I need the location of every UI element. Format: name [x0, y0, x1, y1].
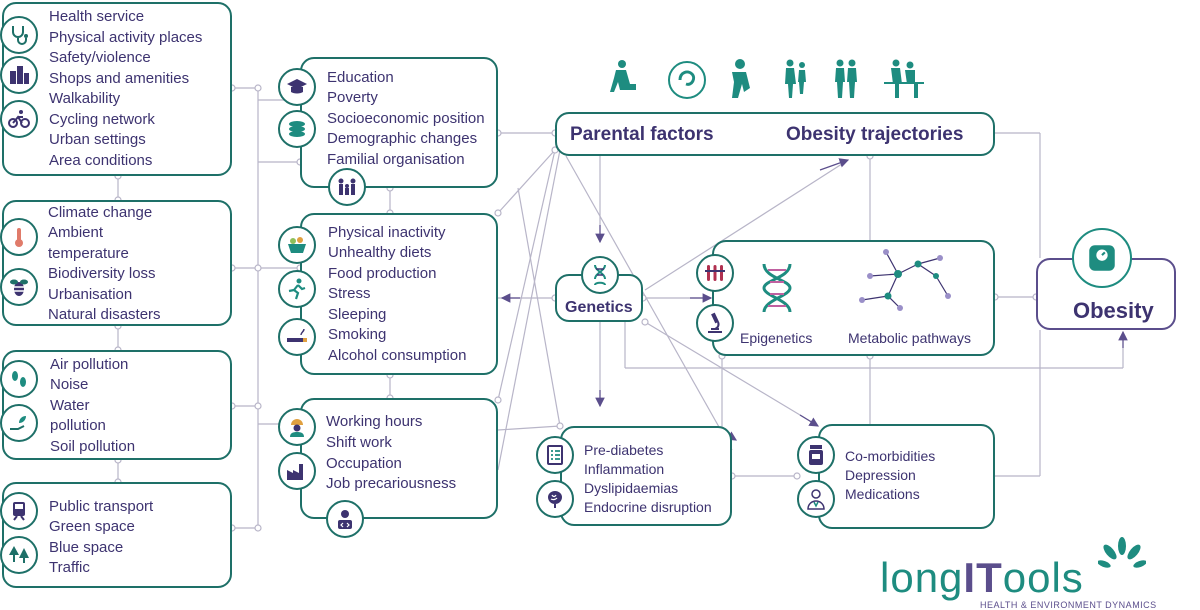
genetics-label: Genetics [565, 299, 633, 316]
parental-factors-label: Parental factors [570, 124, 714, 145]
comorbid-item: Depression [845, 467, 916, 483]
climate-item: Urbanisation [48, 286, 133, 303]
lifestyle-item: Smoking [328, 326, 387, 343]
metabolic-pathways-label: Metabolic pathways [848, 330, 971, 346]
lifestyle-item: Food production [328, 265, 437, 282]
pill-bottle-icon [797, 436, 835, 474]
work-item: Shift work [326, 434, 392, 451]
climate-item: temperature [48, 245, 129, 262]
checklist-icon [536, 436, 574, 474]
test-tubes-icon [696, 254, 734, 292]
urban-environment-box [2, 2, 232, 176]
work-box [300, 398, 498, 519]
pollution-item: Water [50, 397, 90, 414]
urban-item: Area conditions [49, 152, 153, 169]
doctor-icon [797, 480, 835, 518]
pollution-item: pollution [50, 417, 106, 434]
urban-item: Safety/violence [49, 49, 151, 66]
urban-item: Health service [49, 8, 145, 25]
climate-box [2, 200, 232, 326]
transport-item: Green space [49, 518, 135, 535]
buildings-icon [0, 56, 38, 94]
dna-icon [581, 256, 619, 294]
pollution-item: Soil pollution [50, 438, 136, 455]
climate-item: Natural disasters [48, 306, 161, 323]
lifestyle-item: Sleeping [328, 306, 387, 323]
logo-tagline: HEALTH & ENVIRONMENT DYNAMICS [980, 600, 1157, 610]
obesity-label: Obesity [1073, 298, 1154, 323]
pollution-box [2, 350, 232, 460]
social-item: Familial organisation [327, 151, 465, 168]
lifestyle-item: Physical inactivity [328, 224, 446, 241]
leaf-logo-icon [1098, 537, 1146, 568]
longitools-logo: longITools [880, 554, 1084, 601]
socioeconomic-box [300, 57, 498, 188]
lifestyle-item: Unhealthy diets [328, 244, 432, 261]
family-icon [328, 168, 366, 206]
obesity-trajectories-label: Obesity trajectories [786, 124, 964, 145]
running-person-icon [278, 270, 316, 308]
urban-item: Walkability [49, 90, 121, 107]
climate-item: Biodiversity loss [48, 265, 156, 282]
bee-icon [0, 268, 38, 306]
work-item: Occupation [326, 455, 402, 472]
thermometer-icon [0, 218, 38, 256]
pollution-item: Noise [50, 376, 89, 393]
climate-item: Climate change [48, 204, 153, 221]
hand-plant-icon [0, 404, 38, 442]
trees-icon [0, 536, 38, 574]
urban-item: Cycling network [49, 111, 155, 128]
comorbid-item: Co-morbidities [845, 448, 936, 464]
work-item: Job precariousness [326, 475, 457, 492]
brain-icon [536, 480, 574, 518]
train-icon [0, 492, 38, 530]
cyclist-icon [0, 100, 38, 138]
programmer-icon [326, 500, 364, 538]
coins-icon [278, 110, 316, 148]
transport-item: Blue space [49, 539, 124, 556]
social-item: Education [327, 69, 394, 86]
work-item: Working hours [326, 413, 423, 430]
social-item: Demographic changes [327, 130, 478, 147]
climate-item: Ambient [48, 224, 104, 241]
social-item: Socioeconomic position [327, 110, 485, 127]
scale-icon [1072, 228, 1132, 288]
clinical-item: Pre-diabetes [584, 442, 664, 458]
lifestyle-item: Stress [328, 285, 371, 302]
footprints-icon [0, 360, 38, 398]
urban-item: Shops and amenities [49, 70, 190, 87]
urban-item: Urban settings [49, 131, 146, 148]
parental-trajectories-box [555, 112, 995, 156]
microscope-icon [696, 304, 734, 342]
clinical-item: Dyslipidaemias [584, 480, 679, 496]
comorbid-item: Medications [845, 486, 920, 502]
transport-box [2, 482, 232, 588]
food-basket-icon [278, 226, 316, 264]
transport-item: Traffic [49, 559, 90, 576]
life-course-silhouettes [610, 59, 924, 99]
urban-item: Physical activity places [49, 29, 203, 46]
clinical-item: Endocrine disruption [584, 499, 712, 515]
transport-item: Public transport [49, 498, 154, 515]
pollution-item: Air pollution [50, 356, 129, 373]
dna-helix-graphic [762, 263, 792, 313]
graduation-cap-icon [278, 68, 316, 106]
factory-icon [278, 452, 316, 490]
metabolic-network-graphic [859, 249, 951, 311]
epigenetics-label: Epigenetics [740, 330, 813, 346]
worker-icon [278, 408, 316, 446]
social-item: Poverty [327, 89, 378, 106]
clinical-conditions-box [560, 426, 732, 526]
clinical-item: Inflammation [584, 461, 665, 477]
comorbidities-box [818, 424, 995, 529]
cigarette-icon [278, 318, 316, 356]
stethoscope-icon [0, 16, 38, 54]
lifestyle-item: Alcohol consumption [328, 347, 467, 364]
